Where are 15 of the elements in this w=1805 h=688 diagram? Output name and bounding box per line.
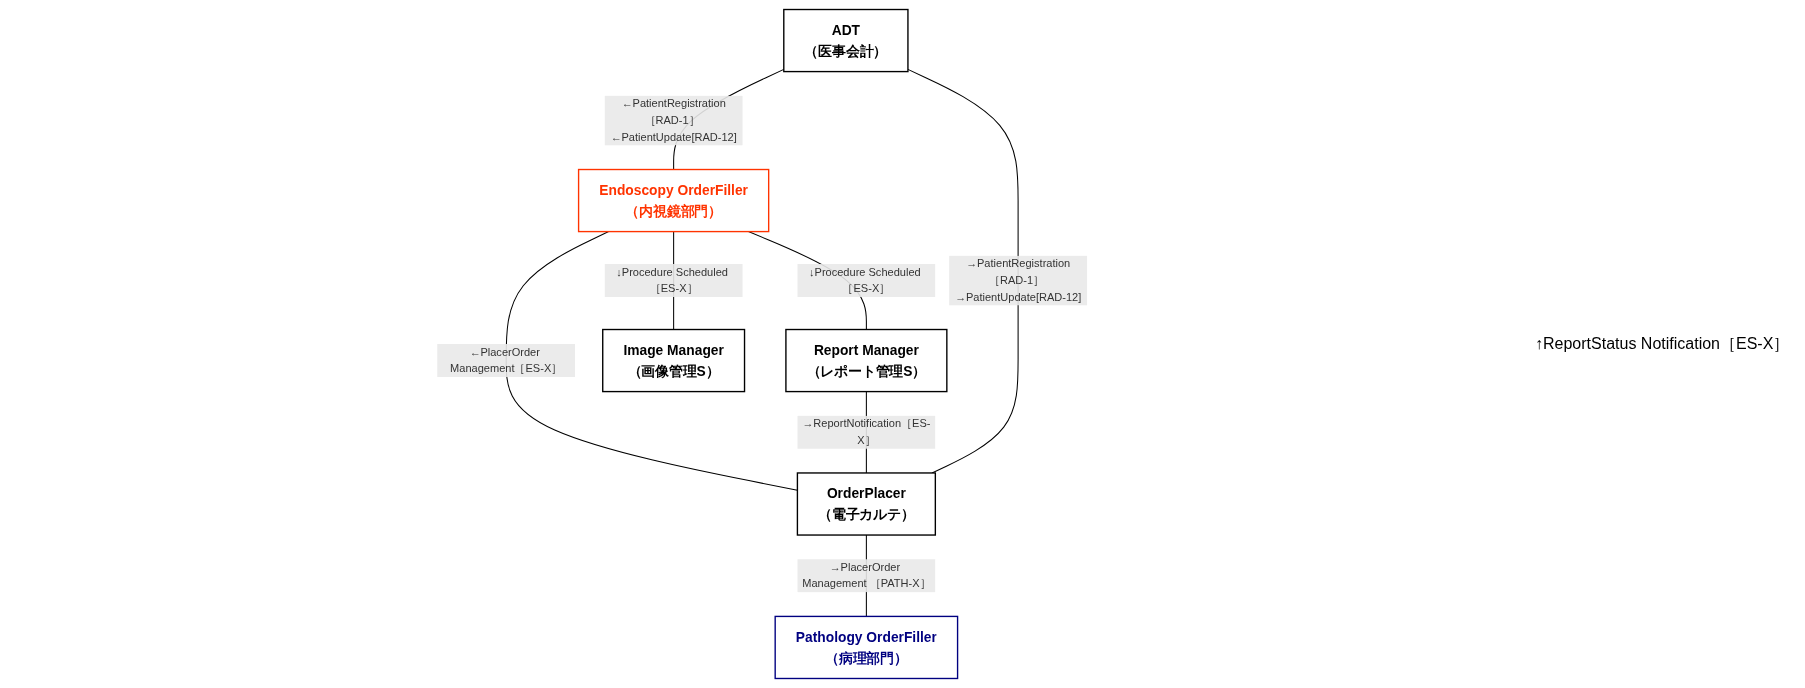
edge-label: →ReportNotification［ES-X］: [802, 417, 931, 447]
node-box: Image Manager （画像管理S）: [602, 328, 746, 393]
note-text: ↑ReportStatus Notification［ES-X］: [1535, 333, 1791, 354]
edge-label: →PatientRegistration［RAD-1］ →PatientUpdate[RAD-12]: [955, 257, 1082, 303]
edge-label: ↓Procedure Scheduled ［ES-X］: [616, 266, 729, 295]
node-box: Pathology OrderFiller （病理部門）: [774, 615, 959, 680]
edge-label: ←PatientRegistration［RAD-1］ ←PatientUpdate[RAD-12]: [610, 97, 738, 143]
node-box: ADT （医事会計）: [783, 8, 909, 73]
edge-label: ↓Procedure Scheduled ［ES-X］: [809, 266, 922, 295]
edge-label: ←PlacerOrder Management［ES-X］: [450, 346, 563, 375]
node-box: Report Manager （レポート管理S）: [785, 328, 948, 393]
edge-label: →PlacerOrder Management ［PATH-X］: [802, 561, 931, 590]
connector: [907, 68, 1019, 474]
node-box: OrderPlacer （電子カルテ）: [797, 472, 937, 536]
node-box: Endoscopy OrderFiller （内視鏡部門）: [578, 168, 770, 233]
